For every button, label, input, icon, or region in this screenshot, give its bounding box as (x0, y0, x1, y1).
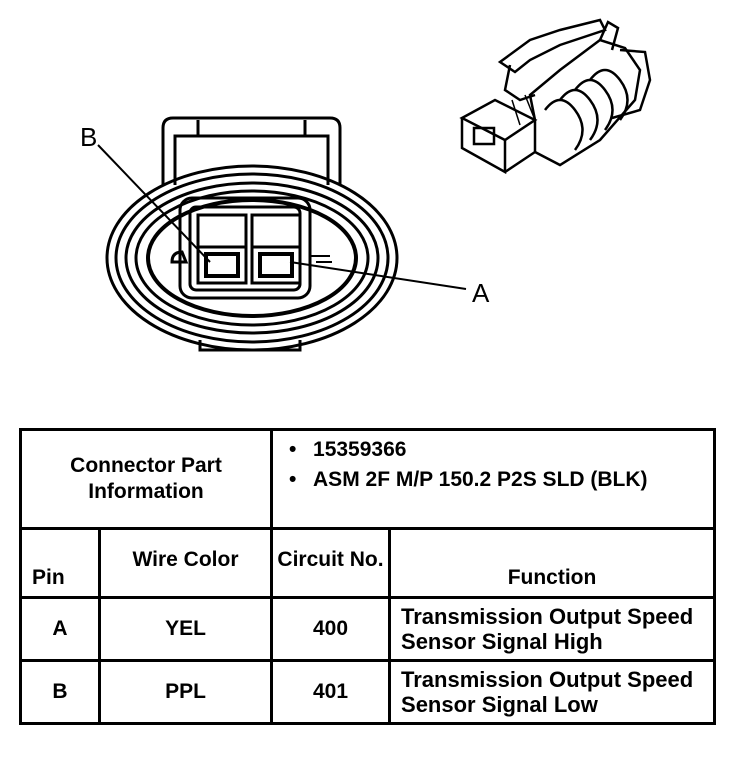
table-row: A YEL 400 Transmission Output Speed Sens… (19, 596, 717, 662)
callout-label-a: A (472, 278, 490, 308)
callout-b-line (97, 144, 211, 263)
part-info-row: Connector Part Information •15359366 •AS… (18, 428, 717, 530)
cell-function: Transmission Output Speed Sensor Signal … (388, 659, 717, 725)
bullet-icon: • (289, 468, 297, 491)
header-function: Function (388, 527, 717, 599)
connector-isometric-view (459, 18, 652, 175)
callout-a-line (289, 261, 467, 290)
header-circuit-no: Circuit No. (270, 527, 392, 599)
cell-function: Transmission Output Speed Sensor Signal … (388, 596, 717, 662)
cell-wire-color: YEL (97, 596, 274, 662)
bullet-icon: • (289, 438, 297, 461)
header-wire-color: Wire Color (97, 527, 274, 599)
connector-face-drawing (97, 18, 652, 352)
part-info-list: •15359366 •ASM 2F M/P 150.2 P2S SLD (BLK… (270, 428, 717, 530)
cell-circuit-no: 401 (270, 659, 392, 725)
pin-b-cavity (196, 213, 248, 285)
table-header-row: Pin Wire Color Circuit No. Function (19, 527, 717, 599)
callout-label-b: B (80, 122, 98, 152)
part-info-heading: Connector Part Information (18, 428, 274, 530)
connector-diagram: B A (80, 18, 652, 352)
cell-pin: B (19, 659, 101, 725)
connector-info-table: Connector Part Information •15359366 •AS… (18, 428, 717, 725)
table-row: B PPL 401 Transmission Output Speed Sens… (19, 659, 717, 725)
pin-a-cavity (250, 213, 302, 285)
part-info-item: •ASM 2F M/P 150.2 P2S SLD (BLK) (289, 468, 648, 491)
cell-circuit-no: 400 (270, 596, 392, 662)
part-info-item: •15359366 (289, 438, 407, 461)
cell-pin: A (19, 596, 101, 662)
header-pin: Pin (19, 527, 101, 599)
latch-tab (161, 116, 342, 185)
cell-wire-color: PPL (97, 659, 274, 725)
